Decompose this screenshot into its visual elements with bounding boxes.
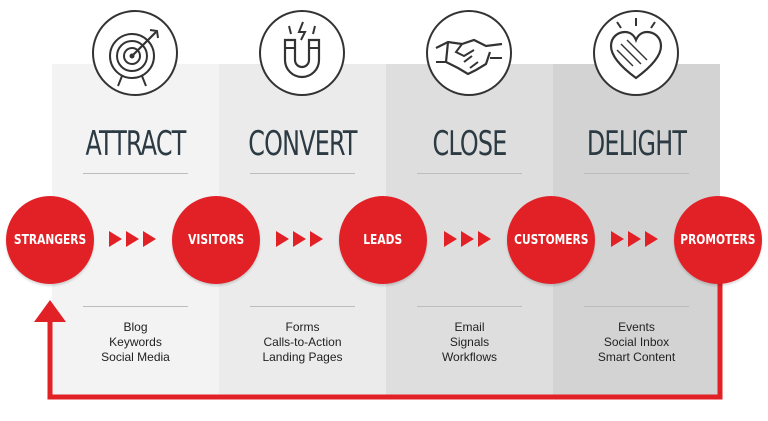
divider <box>250 173 355 174</box>
tactic-item: Social Inbox <box>603 335 670 349</box>
divider <box>250 306 355 307</box>
tactic-item: Calls-to-Action <box>263 335 342 349</box>
tactics-list-convert: Forms Calls-to-Action Landing Pages <box>219 320 386 365</box>
divider <box>83 306 188 307</box>
tactic-item: Events <box>618 320 655 334</box>
tactics-list-delight: Events Social Inbox Smart Content <box>553 320 720 365</box>
triple-arrow-icon <box>611 229 659 249</box>
tactic-item: Blog <box>123 320 148 334</box>
divider <box>584 306 689 307</box>
magnet-icon <box>259 10 345 96</box>
tactic-item: Smart Content <box>597 350 676 364</box>
tactics-list-close: Email Signals Workflows <box>386 320 553 365</box>
divider <box>417 306 522 307</box>
handshake-icon <box>426 10 512 96</box>
divider <box>417 173 522 174</box>
stage-title-delight: DELIGHT <box>586 124 687 164</box>
stage-title-close: CLOSE <box>432 124 507 164</box>
tactic-item: Email <box>454 320 485 334</box>
tactic-item: Landing Pages <box>262 350 343 364</box>
target-icon <box>92 10 178 96</box>
divider <box>83 173 188 174</box>
node-promoters: PROMOTERS <box>674 196 762 284</box>
node-leads: LEADS <box>339 196 427 284</box>
heart-icon <box>593 10 679 96</box>
tactic-item: Social Media <box>101 350 170 364</box>
triple-arrow-icon <box>444 229 492 249</box>
tactics-list-attract: Blog Keywords Social Media <box>52 320 219 365</box>
stage-title-attract: ATTRACT <box>85 124 186 164</box>
node-visitors: VISITORS <box>172 196 260 284</box>
tactic-item: Keywords <box>109 335 162 349</box>
node-customers: CUSTOMERS <box>507 196 595 284</box>
stage-title-convert: CONVERT <box>248 124 357 164</box>
triple-arrow-icon <box>276 229 324 249</box>
node-strangers: STRANGERS <box>6 196 94 284</box>
tactic-item: Forms <box>285 320 320 334</box>
divider <box>584 173 689 174</box>
tactic-item: Signals <box>449 335 490 349</box>
tactic-item: Workflows <box>441 350 498 364</box>
triple-arrow-icon <box>109 229 157 249</box>
